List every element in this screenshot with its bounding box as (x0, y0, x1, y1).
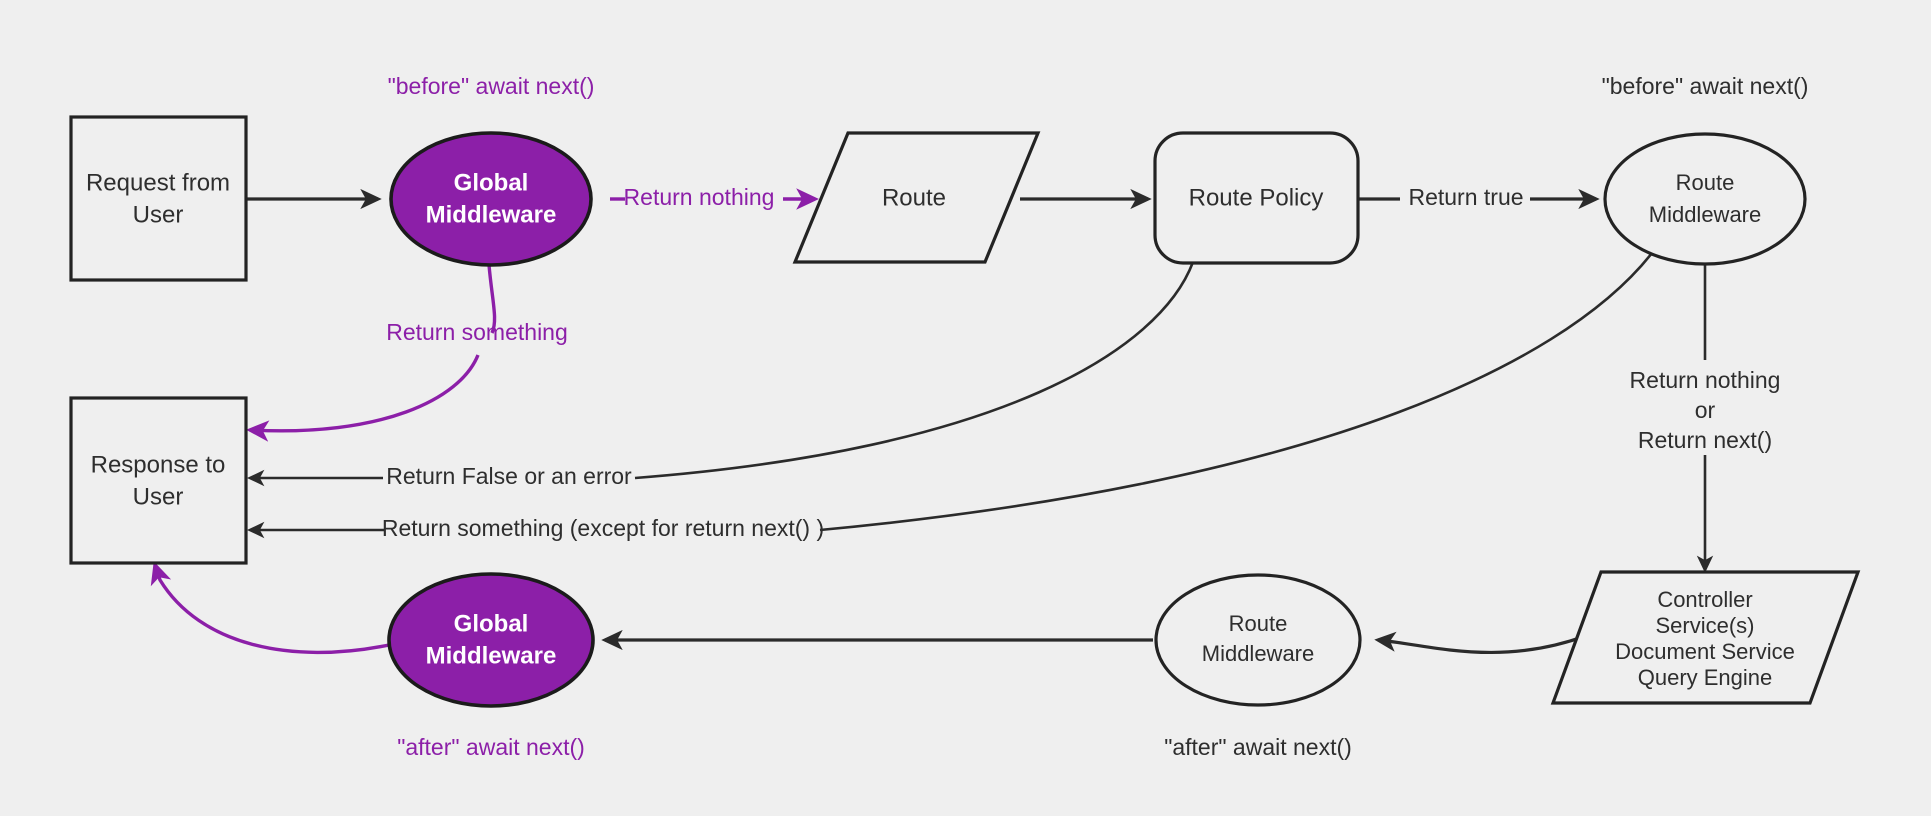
controller-label-line2: Service(s) (1655, 613, 1754, 638)
edge-label-return-nothing: Return nothing (624, 184, 775, 210)
request-from-user-label-line1: Request from (86, 169, 230, 196)
edge-label-return-true: Return true (1408, 184, 1523, 210)
edge-return-something-stub-upper (487, 264, 497, 334)
annotation-after-await-next-right: "after" await next() (1164, 734, 1352, 760)
node-global-middleware-bottom[interactable]: Global Middleware (387, 572, 595, 708)
route-parallelogram[interactable] (792, 131, 1041, 264)
node-layer: Request from User "before" await next() … (69, 73, 1861, 760)
request-from-user-box[interactable] (69, 115, 248, 282)
response-to-user-label-line1: Response to (91, 451, 226, 478)
request-from-user-label-line2: User (133, 201, 184, 228)
global-middleware-top-ellipse[interactable] (389, 131, 593, 267)
route-policy-box[interactable] (1153, 131, 1360, 265)
node-route[interactable]: Route (792, 131, 1041, 264)
node-request-from-user[interactable]: Request from User (69, 115, 248, 282)
global-middleware-bottom-label-line1: Global (454, 610, 529, 637)
route-middleware-top-label-line1: Route (1676, 170, 1735, 195)
route-middleware-bottom-label-line1: Route (1229, 611, 1288, 636)
node-route-middleware-bottom[interactable]: Route Middleware (1154, 573, 1362, 707)
node-response-to-user[interactable]: Response to User (69, 396, 248, 565)
edge-label-return-something-except: Return something (except for return next… (382, 515, 824, 541)
edge-route-middleware-to-response-return-something (819, 252, 1654, 532)
edge-label-return-nothing-or-next-line3: Return next() (1638, 427, 1772, 453)
global-middleware-top-label-line1: Global (454, 169, 529, 196)
route-middleware-top-ellipse[interactable] (1603, 132, 1807, 266)
controller-label-line1: Controller (1657, 587, 1752, 612)
global-middleware-bottom-ellipse[interactable] (387, 572, 595, 708)
response-to-user-label-line2: User (133, 483, 184, 510)
node-route-policy[interactable]: Route Policy (1153, 131, 1360, 265)
route-middleware-top-label-line2: Middleware (1649, 202, 1762, 227)
edge-return-something-to-response (246, 354, 480, 442)
route-middleware-bottom-label-line2: Middleware (1202, 641, 1315, 666)
node-global-middleware-top[interactable]: Global Middleware (389, 131, 593, 267)
edge-label-return-something-top: Return something (386, 319, 568, 345)
node-route-middleware-top[interactable]: Route Middleware (1603, 132, 1807, 266)
global-middleware-bottom-label-line2: Middleware (426, 642, 557, 669)
controller-label-line3: Document Service (1615, 639, 1795, 664)
controller-label-line4: Query Engine (1638, 665, 1773, 690)
edge-controller-to-route-middleware-bottom (1374, 631, 1589, 655)
route-label: Route (882, 184, 946, 211)
edge-route-policy-to-response-false-error (634, 261, 1195, 480)
edge-label-return-nothing-or-next-line1: Return nothing (1630, 367, 1781, 393)
annotation-after-await-next-left: "after" await next() (397, 734, 585, 760)
controller-parallelogram[interactable] (1550, 570, 1861, 705)
route-policy-label: Route Policy (1189, 184, 1324, 211)
response-to-user-box[interactable] (69, 396, 248, 565)
edge-global-middleware-bottom-to-response (150, 561, 390, 655)
annotation-before-await-next-left: "before" await next() (388, 73, 595, 99)
node-controller[interactable]: Controller Service(s) Document Service Q… (1550, 570, 1861, 705)
edge-layer (150, 188, 1714, 655)
annotation-before-await-next-right: "before" await next() (1602, 73, 1809, 99)
edge-label-return-false-or-error: Return False or an error (386, 463, 632, 489)
route-middleware-bottom-ellipse[interactable] (1154, 573, 1362, 707)
global-middleware-top-label-line2: Middleware (426, 201, 557, 228)
edge-label-return-nothing-or-next-line2: or (1695, 397, 1716, 423)
